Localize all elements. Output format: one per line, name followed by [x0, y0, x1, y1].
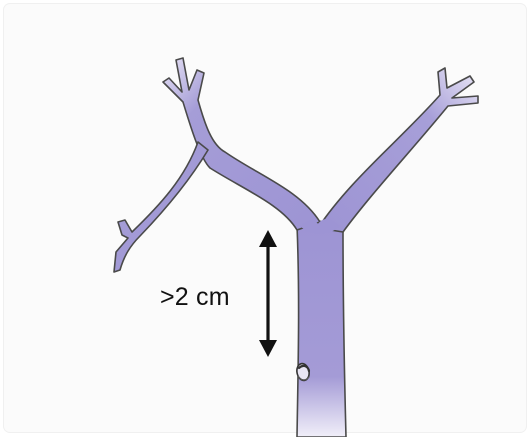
left-branch: [163, 58, 320, 230]
right-branch: [318, 68, 478, 232]
left-side-branch: [114, 142, 208, 272]
measurement-label: >2 cm: [160, 283, 230, 312]
measurement-arrow: [259, 230, 277, 357]
main-trunk: [297, 221, 346, 437]
